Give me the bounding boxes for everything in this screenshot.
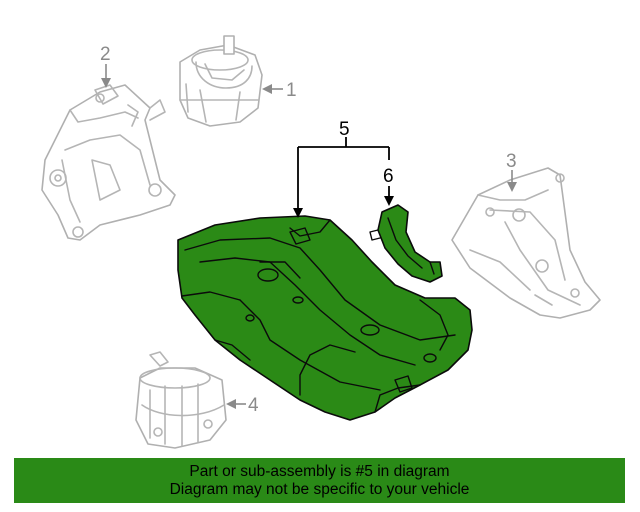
callout-2: 2 — [100, 44, 111, 65]
callout-6: 6 — [383, 166, 394, 187]
banner-line-1: Part or sub-assembly is #5 in diagram — [189, 462, 450, 480]
part-5-subframe — [177, 215, 473, 421]
callout-5: 5 — [339, 119, 350, 140]
info-banner: Part or sub-assembly is #5 in diagram Di… — [14, 458, 625, 503]
part-3-bracket — [451, 167, 601, 319]
callout-4: 4 — [248, 395, 259, 416]
part-2-bracket — [41, 84, 176, 241]
leader-lines — [101, 64, 517, 409]
parts-diagram: 2 1 3 4 5 6 — [41, 35, 601, 449]
callout-1: 1 — [286, 80, 297, 101]
part-4-mount — [135, 351, 227, 449]
callout-3: 3 — [506, 151, 517, 172]
banner-line-2: Diagram may not be specific to your vehi… — [169, 480, 470, 498]
part-6-bracket — [369, 204, 443, 283]
part-1-mount — [179, 35, 263, 127]
